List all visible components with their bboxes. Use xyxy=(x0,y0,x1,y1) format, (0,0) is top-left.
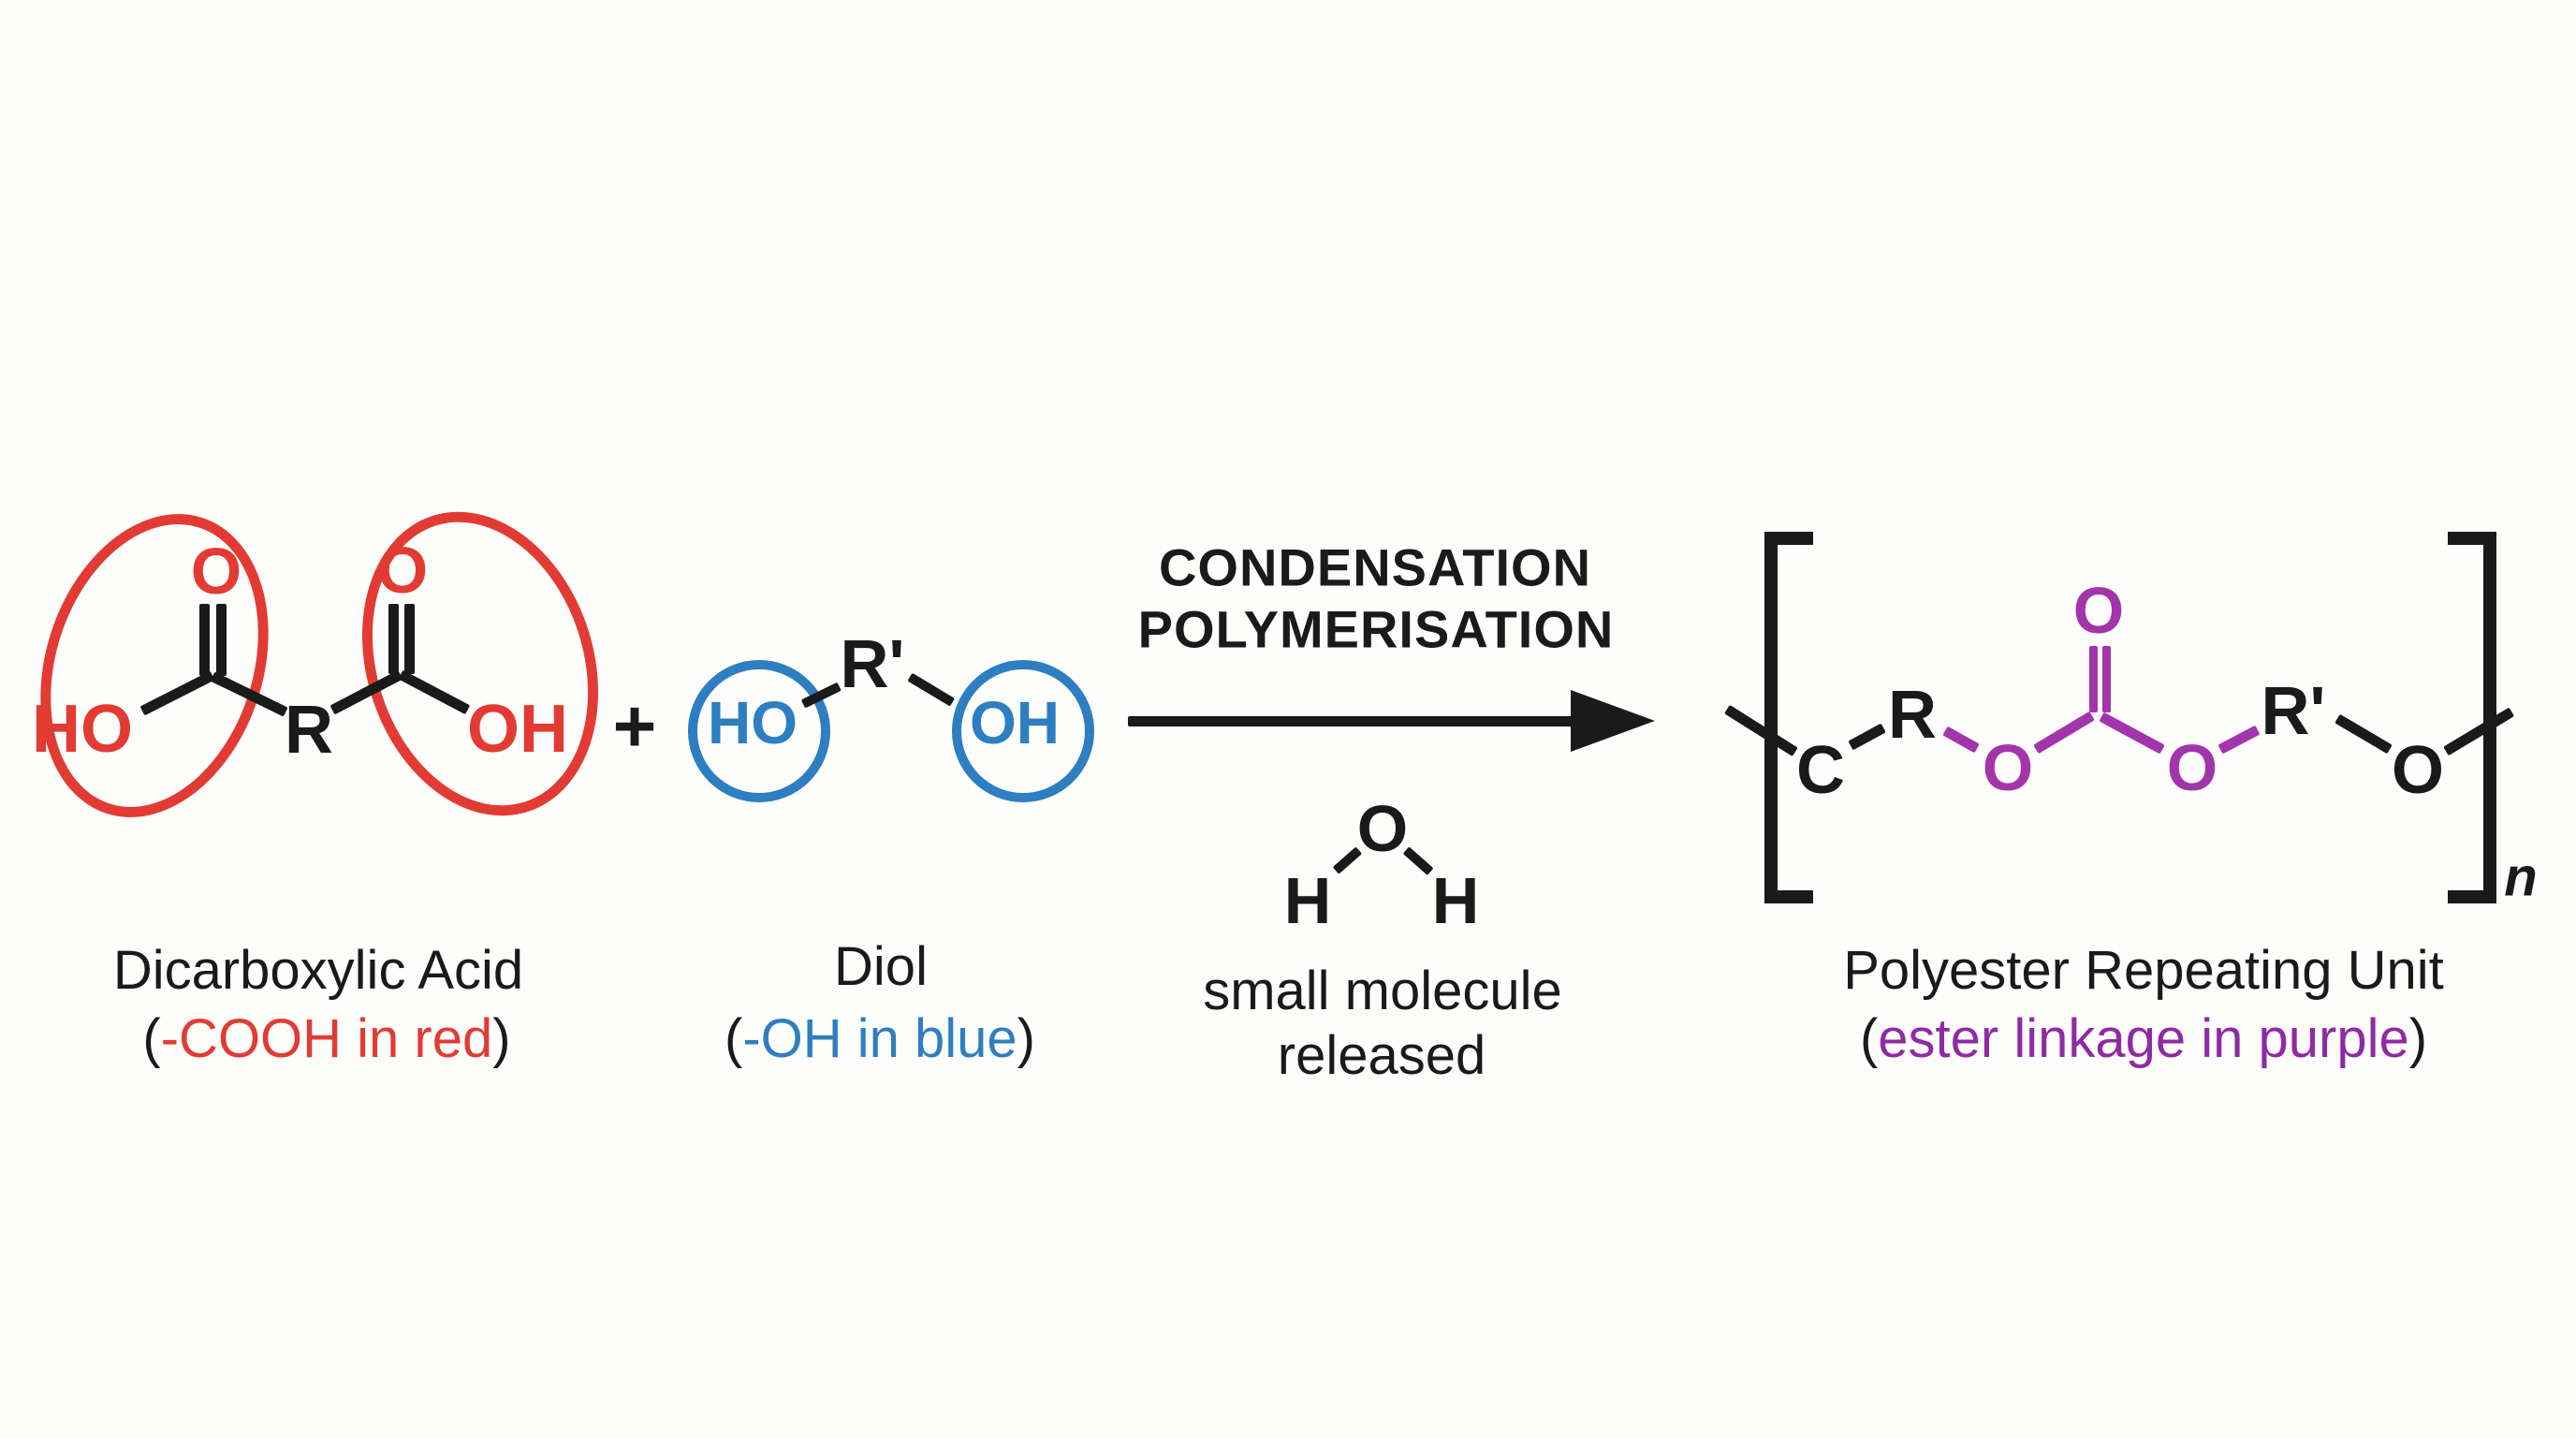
repeat-unit-bracket-right xyxy=(2448,532,2496,903)
water-caption-line2: released xyxy=(1277,1025,1486,1086)
product-carbonyl-double-bond-line2 xyxy=(2102,646,2111,712)
diol-caption: Diol xyxy=(834,936,928,997)
water-hydrogen-left-label: H xyxy=(1283,864,1332,937)
acid-r-group-label: R xyxy=(285,693,333,768)
repeat-unit-subscript-n: n xyxy=(2504,846,2538,908)
product-bond-rprime-o xyxy=(2334,713,2393,755)
diol-bond-r-oh xyxy=(907,672,956,707)
diol-ho-label: HO xyxy=(708,689,798,756)
acid-subcaption-red-text: -COOH in red xyxy=(160,1008,493,1069)
acid-double-bond-right-line2 xyxy=(404,604,415,674)
red-highlight-ellipse-right xyxy=(324,480,637,847)
acid-ho-label: HO xyxy=(32,692,133,767)
water-hydrogen-right-label: H xyxy=(1431,864,1480,937)
water-oxygen-label: O xyxy=(1356,792,1409,865)
reaction-label-line1: CONDENSATION xyxy=(1158,537,1592,597)
diol-r-prime-label: R' xyxy=(840,627,905,702)
product-bond-c-r xyxy=(1848,723,1886,751)
product-carbonyl-double-bond-line1 xyxy=(2089,646,2098,712)
red-highlight-ellipse-left xyxy=(3,484,306,847)
product-ester-bond-c-o xyxy=(2099,712,2165,755)
product-subcaption-paren-close: ) xyxy=(2408,1008,2428,1069)
product-ester-oxygen-right-label: O xyxy=(2166,731,2218,804)
repeat-unit-bracket-left xyxy=(1764,532,1813,903)
product-subcaption: (ester linkage in purple) xyxy=(1860,1012,2427,1066)
diol-subcaption: (-OH in blue) xyxy=(724,1012,1035,1066)
acid-double-bond-left-line2 xyxy=(216,604,227,676)
acid-subcaption-paren-open: ( xyxy=(142,1008,161,1069)
reaction-label-line2: POLYMERISATION xyxy=(1137,599,1615,659)
acid-subcaption-paren-close: ) xyxy=(492,1008,511,1069)
blue-highlight-circle-oh xyxy=(952,660,1094,802)
acid-caption: Dicarboxylic Acid xyxy=(112,940,524,1001)
product-caption: Polyester Repeating Unit xyxy=(1843,940,2444,1001)
product-carbon-label: C xyxy=(1796,733,1845,808)
acid-double-bond-right-line1 xyxy=(388,604,399,674)
product-ester-oxygen-left-label: O xyxy=(1982,731,2034,804)
product-ester-bond-o-rprime xyxy=(2217,725,2261,755)
product-chain-oxygen-label: O xyxy=(2391,733,2445,808)
water-caption-line1: small molecule xyxy=(1203,961,1562,1021)
product-r-group-label: R xyxy=(1888,678,1937,753)
acid-carbonyl-oxygen-right: O xyxy=(376,534,429,607)
plus-sign: + xyxy=(612,684,657,768)
product-ester-bond-o-c xyxy=(2033,711,2095,755)
diol-oh-label: OH xyxy=(970,689,1060,756)
acid-double-bond-left-line1 xyxy=(199,604,210,676)
diol-subcaption-paren-close: ) xyxy=(1017,1008,1035,1069)
acid-carbonyl-oxygen-left: O xyxy=(190,535,242,608)
acid-subcaption: (-COOH in red) xyxy=(142,1012,510,1066)
blue-highlight-circle-ho xyxy=(688,660,830,802)
product-r-prime-label: R' xyxy=(2261,674,2326,749)
diol-subcaption-blue-text: -OH in blue xyxy=(742,1008,1017,1069)
product-ester-bond-r-o xyxy=(1942,726,1980,754)
reaction-arrow-shaft xyxy=(1128,716,1582,726)
diol-subcaption-paren-open: ( xyxy=(724,1008,743,1069)
product-subcaption-purple-text: ester linkage in purple xyxy=(1878,1008,2409,1069)
product-carbonyl-oxygen-label: O xyxy=(2072,574,2125,647)
product-subcaption-paren-open: ( xyxy=(1859,1008,1879,1069)
acid-oh-label: OH xyxy=(467,692,568,767)
reaction-arrow-head xyxy=(1571,690,1655,752)
